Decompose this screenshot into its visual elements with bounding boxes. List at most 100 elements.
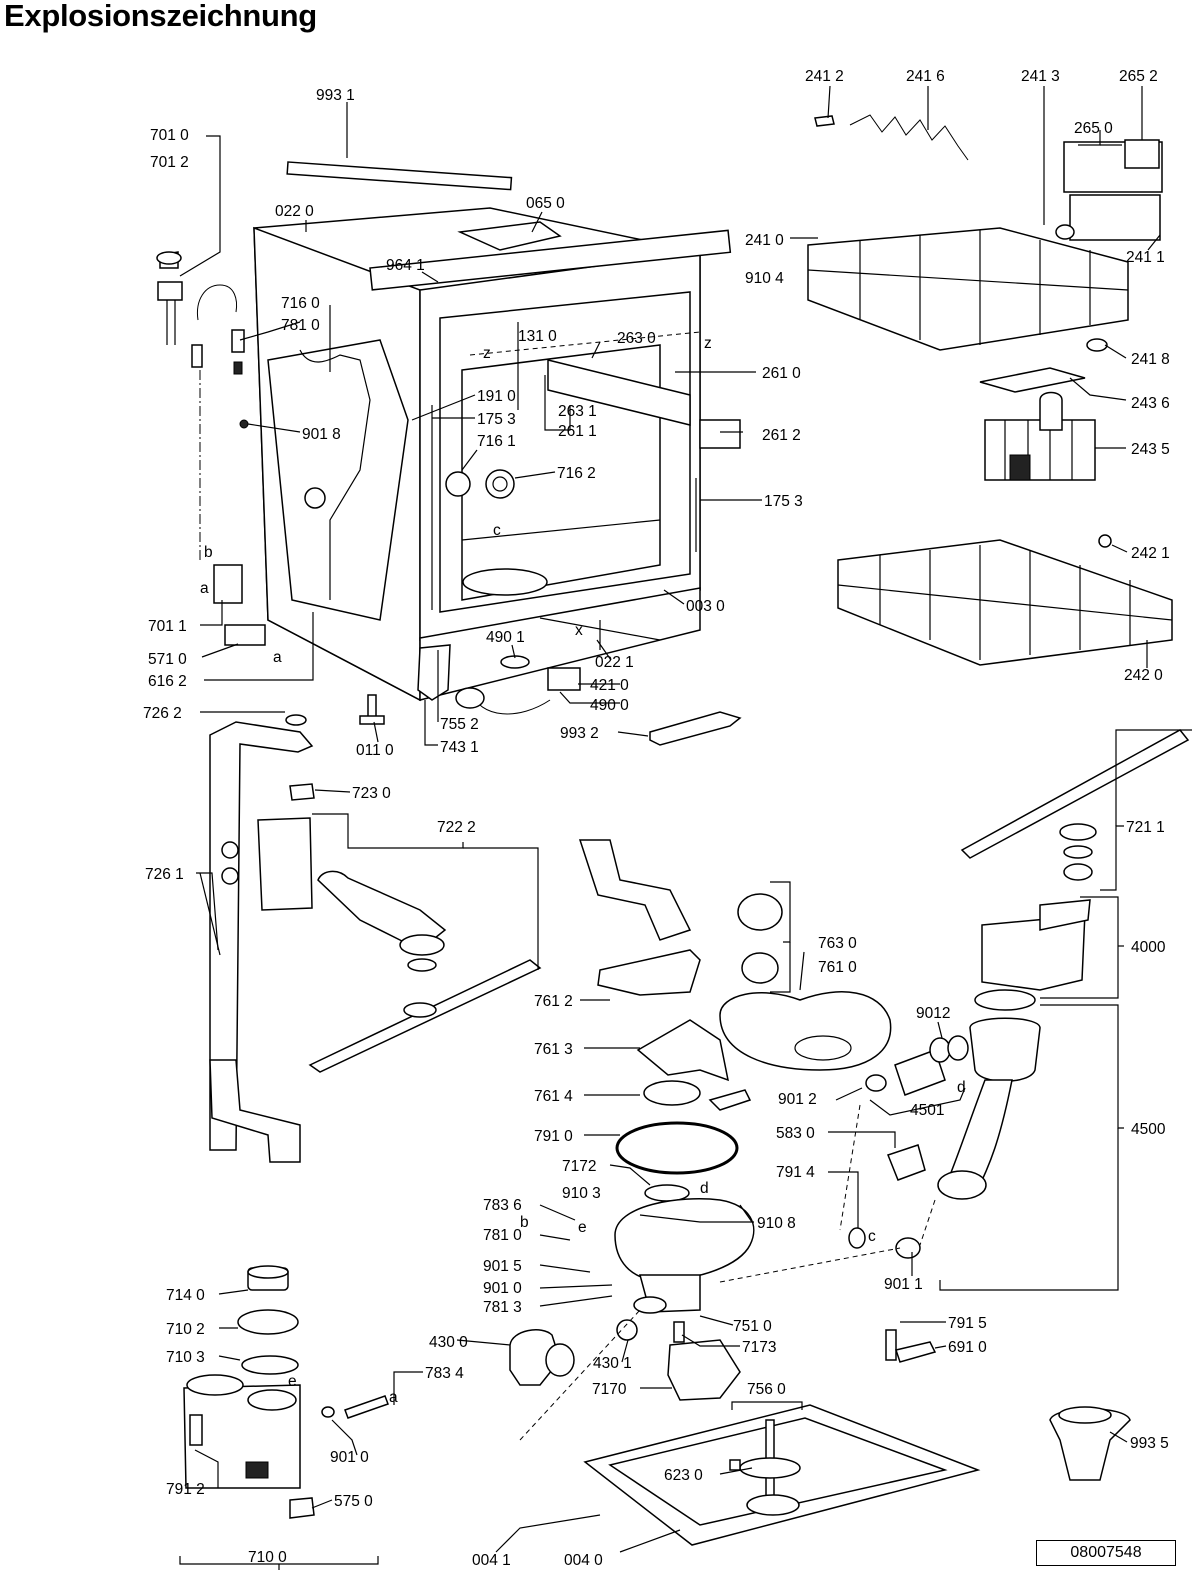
- part-label: 490 1: [486, 629, 525, 646]
- part-label: 743 1: [440, 739, 479, 756]
- part-label: 791 4: [776, 1164, 815, 1181]
- part-label: 910 4: [745, 270, 784, 287]
- part-label: 011 0: [356, 742, 394, 759]
- base-frame: [583, 1401, 981, 1546]
- part-label: 726 2: [143, 705, 182, 722]
- ref-letter: b: [520, 1214, 529, 1231]
- part-label: 910 3: [562, 1185, 601, 1202]
- part-label: 131 0: [518, 328, 557, 345]
- part-label: 901 2: [778, 1091, 817, 1108]
- part-label: 761 2: [534, 993, 573, 1010]
- part-label: 716 1: [477, 433, 516, 450]
- part-label: 4000: [1131, 939, 1166, 956]
- part-label: 783 6: [483, 1197, 522, 1214]
- filter-hose-assembly: [519, 899, 1091, 1441]
- part-label: 781 0: [281, 317, 320, 334]
- part-label: 722 2: [437, 819, 476, 836]
- part-label: 7170: [592, 1381, 627, 1398]
- part-label: 175 3: [477, 411, 516, 428]
- part-label: 993 2: [560, 725, 599, 742]
- part-label: 430 1: [593, 1355, 632, 1372]
- part-label: 716 2: [557, 465, 596, 482]
- part-label: 175 3: [764, 493, 803, 510]
- part-labels: 993 1 701 0 701 2 022 0 065 0 964 1 716 …: [143, 68, 1170, 1569]
- tub-cabinet: [253, 161, 741, 702]
- part-label: 901 0: [483, 1280, 522, 1297]
- part-label: 781 0: [483, 1227, 522, 1244]
- part-label: 791 5: [948, 1315, 987, 1332]
- part-label: 761 0: [818, 959, 857, 976]
- part-label: 571 0: [148, 651, 187, 668]
- part-label: 901 8: [302, 426, 341, 443]
- part-label: 065 0: [526, 195, 565, 212]
- part-label: 993 5: [1130, 1435, 1169, 1452]
- part-label: 781 3: [483, 1299, 522, 1316]
- upper-spray-arm: [960, 729, 1190, 881]
- reference-letters: z z c x b a a d d e b e a c: [200, 335, 966, 1406]
- part-label: 710 2: [166, 1321, 205, 1338]
- part-label: 901 5: [483, 1258, 522, 1275]
- part-label: 265 2: [1119, 68, 1158, 85]
- part-label: 9012: [916, 1005, 950, 1022]
- part-label: 910 8: [757, 1215, 796, 1232]
- ref-letter: z: [704, 335, 712, 352]
- part-label: 241 2: [805, 68, 844, 85]
- part-label: 191 0: [477, 388, 516, 405]
- part-label: 623 0: [664, 1467, 703, 1484]
- part-label: 751 0: [733, 1318, 772, 1335]
- upper-basket: [807, 114, 1163, 481]
- part-label: 691 0: [948, 1339, 987, 1356]
- ref-letter: a: [200, 580, 209, 597]
- part-label: 241 8: [1131, 351, 1170, 368]
- part-label: 756 0: [747, 1381, 786, 1398]
- ref-letter: a: [389, 1389, 398, 1406]
- part-label: 583 0: [776, 1125, 815, 1142]
- part-label: 575 0: [334, 1493, 373, 1510]
- part-label: 241 1: [1126, 249, 1165, 266]
- part-label: 265 0: [1074, 120, 1113, 137]
- part-label: 964 1: [386, 257, 425, 274]
- ref-letter: c: [493, 522, 501, 539]
- part-label: 022 1: [595, 654, 634, 671]
- part-label: 791 0: [534, 1128, 573, 1145]
- ref-letter: x: [575, 622, 583, 639]
- page-title: Explosionszeichnung: [4, 0, 317, 33]
- part-label: 701 0: [150, 127, 189, 144]
- part-label: 701 2: [150, 154, 189, 171]
- part-label: 901 0: [330, 1449, 369, 1466]
- part-label: 7172: [562, 1158, 596, 1175]
- sump-pump-assembly: [509, 839, 892, 1401]
- part-label: 4500: [1131, 1121, 1166, 1138]
- part-label: 721 1: [1126, 819, 1165, 836]
- part-label: 763 0: [818, 935, 857, 952]
- part-label: 901 1: [884, 1276, 923, 1293]
- part-label: 4501: [910, 1102, 944, 1119]
- part-label: 723 0: [352, 785, 391, 802]
- part-label: 7173: [742, 1339, 776, 1356]
- part-label: 710 3: [166, 1349, 205, 1366]
- spray-tube-assembly: [209, 714, 542, 1163]
- ref-letter: e: [578, 1219, 587, 1236]
- part-label: 263 1: [558, 403, 597, 420]
- part-label: 261 1: [558, 423, 597, 440]
- part-label: 761 3: [534, 1041, 573, 1058]
- document-number: 08007548: [1036, 1540, 1176, 1566]
- part-label: 242 1: [1131, 545, 1170, 562]
- part-label: 993 1: [316, 87, 355, 104]
- part-label: 242 0: [1124, 667, 1163, 684]
- ref-letter: b: [204, 544, 213, 561]
- part-label: 616 2: [148, 673, 187, 690]
- part-label: 701 1: [148, 618, 187, 635]
- right-small-parts: [885, 1329, 1131, 1481]
- lower-basket: [837, 534, 1173, 666]
- ref-letter: z: [483, 345, 491, 362]
- leader-lines: [179, 85, 1192, 1553]
- water-softener: [179, 1265, 389, 1570]
- small-components: [359, 644, 742, 746]
- part-label: 791 2: [166, 1481, 205, 1498]
- part-label: 003 0: [686, 598, 725, 615]
- part-label: 710 0: [248, 1549, 287, 1566]
- ref-letter: a: [273, 649, 282, 666]
- part-label: 263 0: [617, 330, 656, 347]
